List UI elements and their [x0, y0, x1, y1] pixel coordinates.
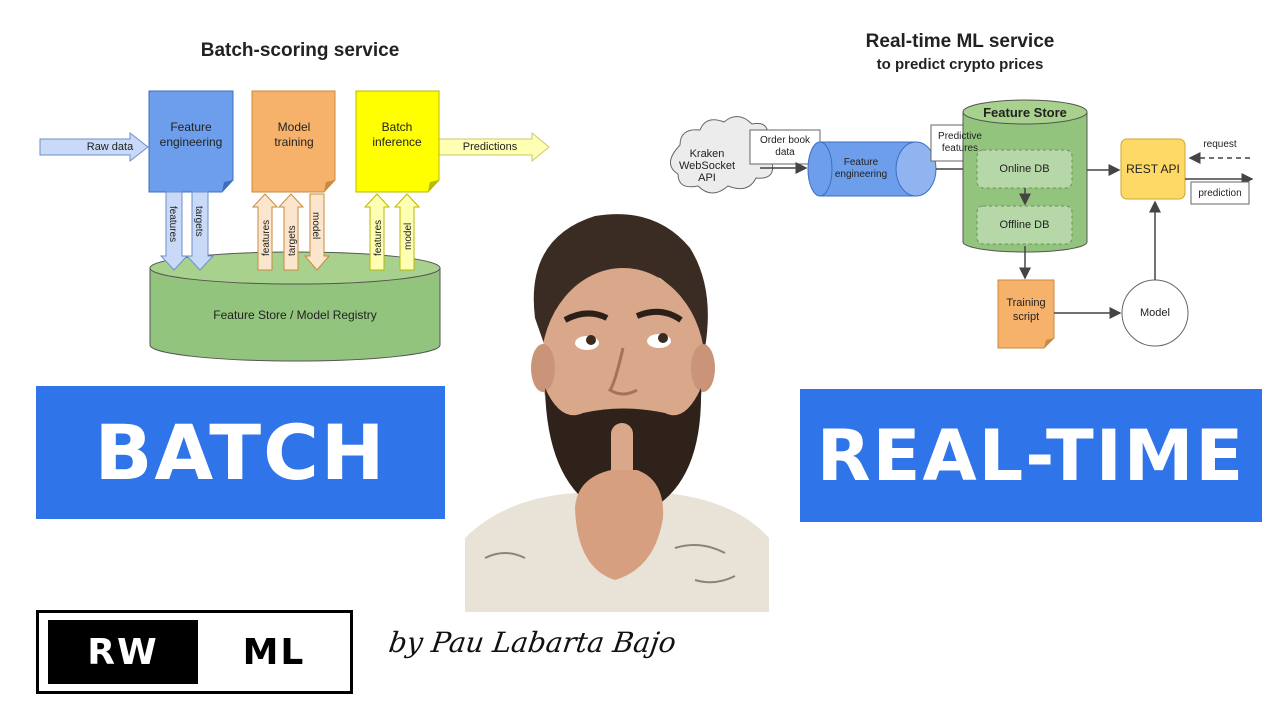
batch-banner: BATCH — [36, 386, 445, 519]
rt-feature-engineering-label: Feature engineering — [834, 157, 888, 180]
feature-engineering-label: Feature engineering — [159, 120, 223, 149]
kraken-label: Kraken WebSocket API — [678, 148, 736, 184]
predictions-arrow — [437, 131, 550, 163]
predictions-label: Predictions — [462, 140, 518, 153]
raw-data-arrow — [39, 131, 149, 163]
request-label: request — [1203, 138, 1237, 150]
feature-store-label: Feature Store / Model Registry — [213, 307, 377, 322]
logo-ml: ML — [242, 631, 306, 673]
realtime-banner: REAL-TIME — [800, 389, 1262, 522]
label-features-2: features — [261, 220, 272, 256]
batch-diagram: features targets features targets model … — [39, 90, 550, 362]
feature-store-title: Feature Store — [983, 104, 1067, 120]
label-targets-2: targets — [287, 225, 298, 256]
prediction-box — [1190, 181, 1250, 205]
realtime-subtitle: to predict crypto prices — [876, 56, 1044, 73]
presenter-photo — [465, 208, 769, 612]
fe-cylinder — [807, 141, 937, 197]
rest-api-box — [1120, 138, 1186, 200]
rwml-logo: RW ML — [36, 610, 353, 694]
predictive-features-label: Predictive features — [938, 131, 982, 154]
batch-inference-label: Batch inference — [372, 120, 422, 149]
arrow-targets-up-2 — [277, 193, 305, 271]
training-script-label: Training script — [1006, 297, 1046, 323]
label-features-3: features — [373, 220, 384, 256]
model-label: Model — [1140, 306, 1170, 319]
arrow-model-down-1 — [303, 193, 331, 271]
arrow-features-up-2 — [251, 193, 279, 271]
arrow-model-up-2 — [393, 193, 421, 271]
online-db-label: Online DB — [999, 162, 1050, 175]
label-features-1: features — [167, 206, 178, 242]
label-model-2: model — [403, 223, 414, 250]
arrow-features-down-1 — [159, 191, 189, 271]
label-model-1: model — [310, 212, 321, 239]
arrow-targets-down-1 — [185, 191, 215, 271]
arrow-features-up-3 — [363, 193, 391, 271]
orderbook-box — [749, 129, 821, 165]
label-targets-1: targets — [193, 206, 204, 237]
logo-rw: RW — [48, 620, 198, 684]
realtime-diagram — [670, 99, 1254, 349]
rest-api-label: REST API — [1126, 161, 1180, 176]
prediction-label: prediction — [1198, 187, 1242, 199]
byline: by Pau Labarta Bajo — [386, 626, 679, 659]
offline-db-box — [976, 205, 1073, 245]
model-training-label: Model training — [274, 120, 314, 149]
raw-data-label: Raw data — [86, 140, 134, 153]
realtime-title: Real-time ML service — [865, 31, 1055, 52]
orderbook-label: Order book data — [759, 135, 811, 158]
batch-diagram-title: Batch-scoring service — [200, 40, 400, 61]
offline-db-label: Offline DB — [999, 218, 1050, 231]
